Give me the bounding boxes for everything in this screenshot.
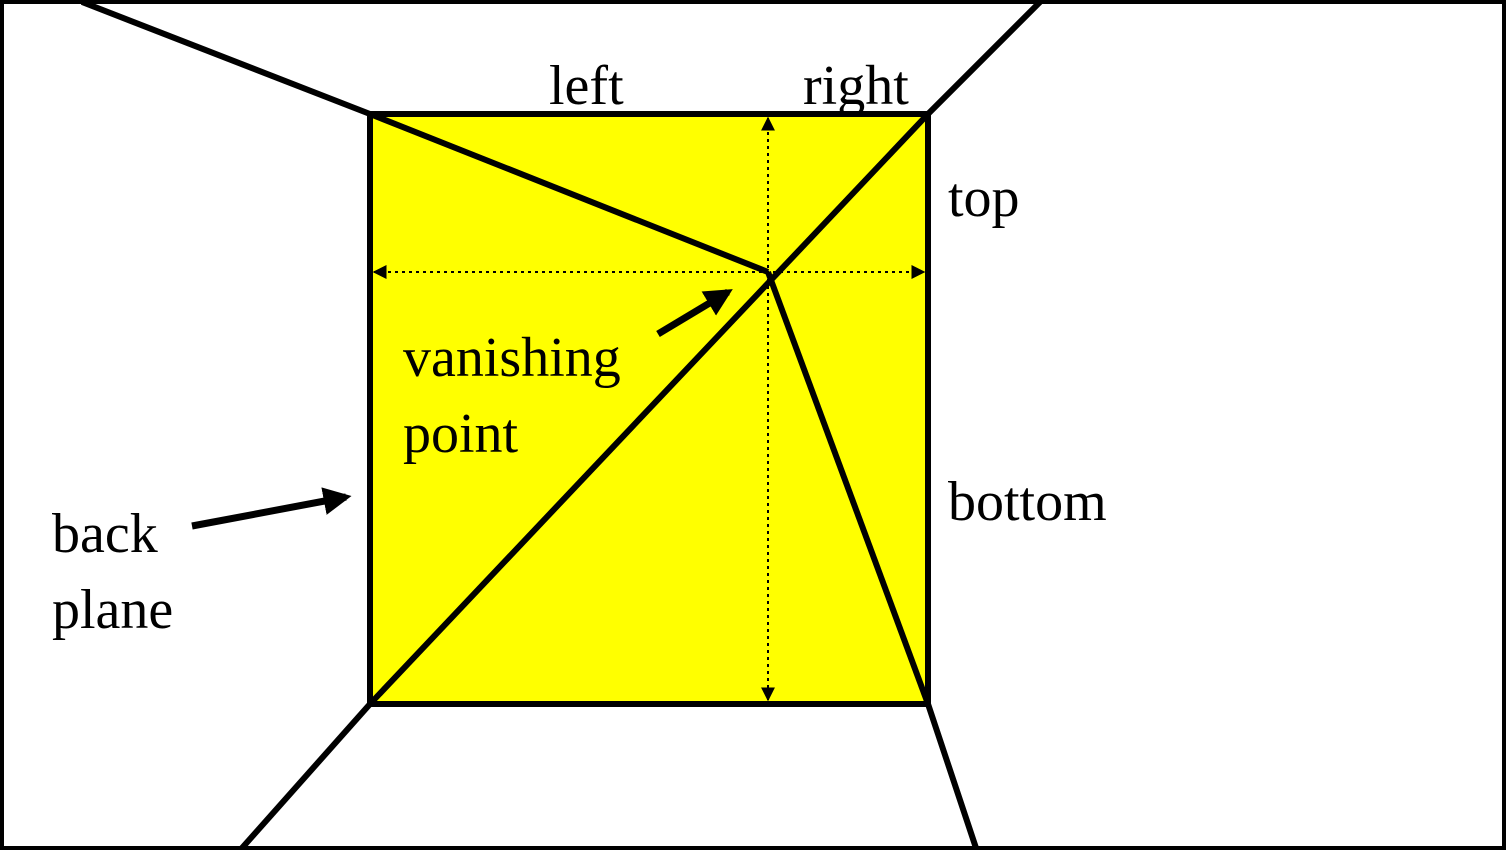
edge-top-left	[80, 0, 372, 117]
ray-top-left-to-vp	[368, 111, 770, 275]
label-bottom: bottom	[948, 471, 1107, 533]
edge-top-right	[925, 0, 1043, 117]
label-point: point	[403, 403, 519, 465]
label-left: left	[549, 55, 624, 117]
label-plane: plane	[52, 579, 173, 641]
ray-vp-to-bottom-right	[765, 270, 931, 706]
ray-top-right-bottom-left	[367, 111, 931, 707]
back-plane-arrow	[191, 487, 352, 530]
label-back: back	[52, 503, 158, 565]
vanishing-point-arrow	[656, 288, 733, 338]
label-top: top	[948, 167, 1020, 229]
edge-bottom-left	[239, 702, 373, 850]
edge-bottom-right	[925, 703, 979, 849]
label-vanishing: vanishing	[403, 327, 621, 389]
label-right: right	[803, 55, 909, 117]
